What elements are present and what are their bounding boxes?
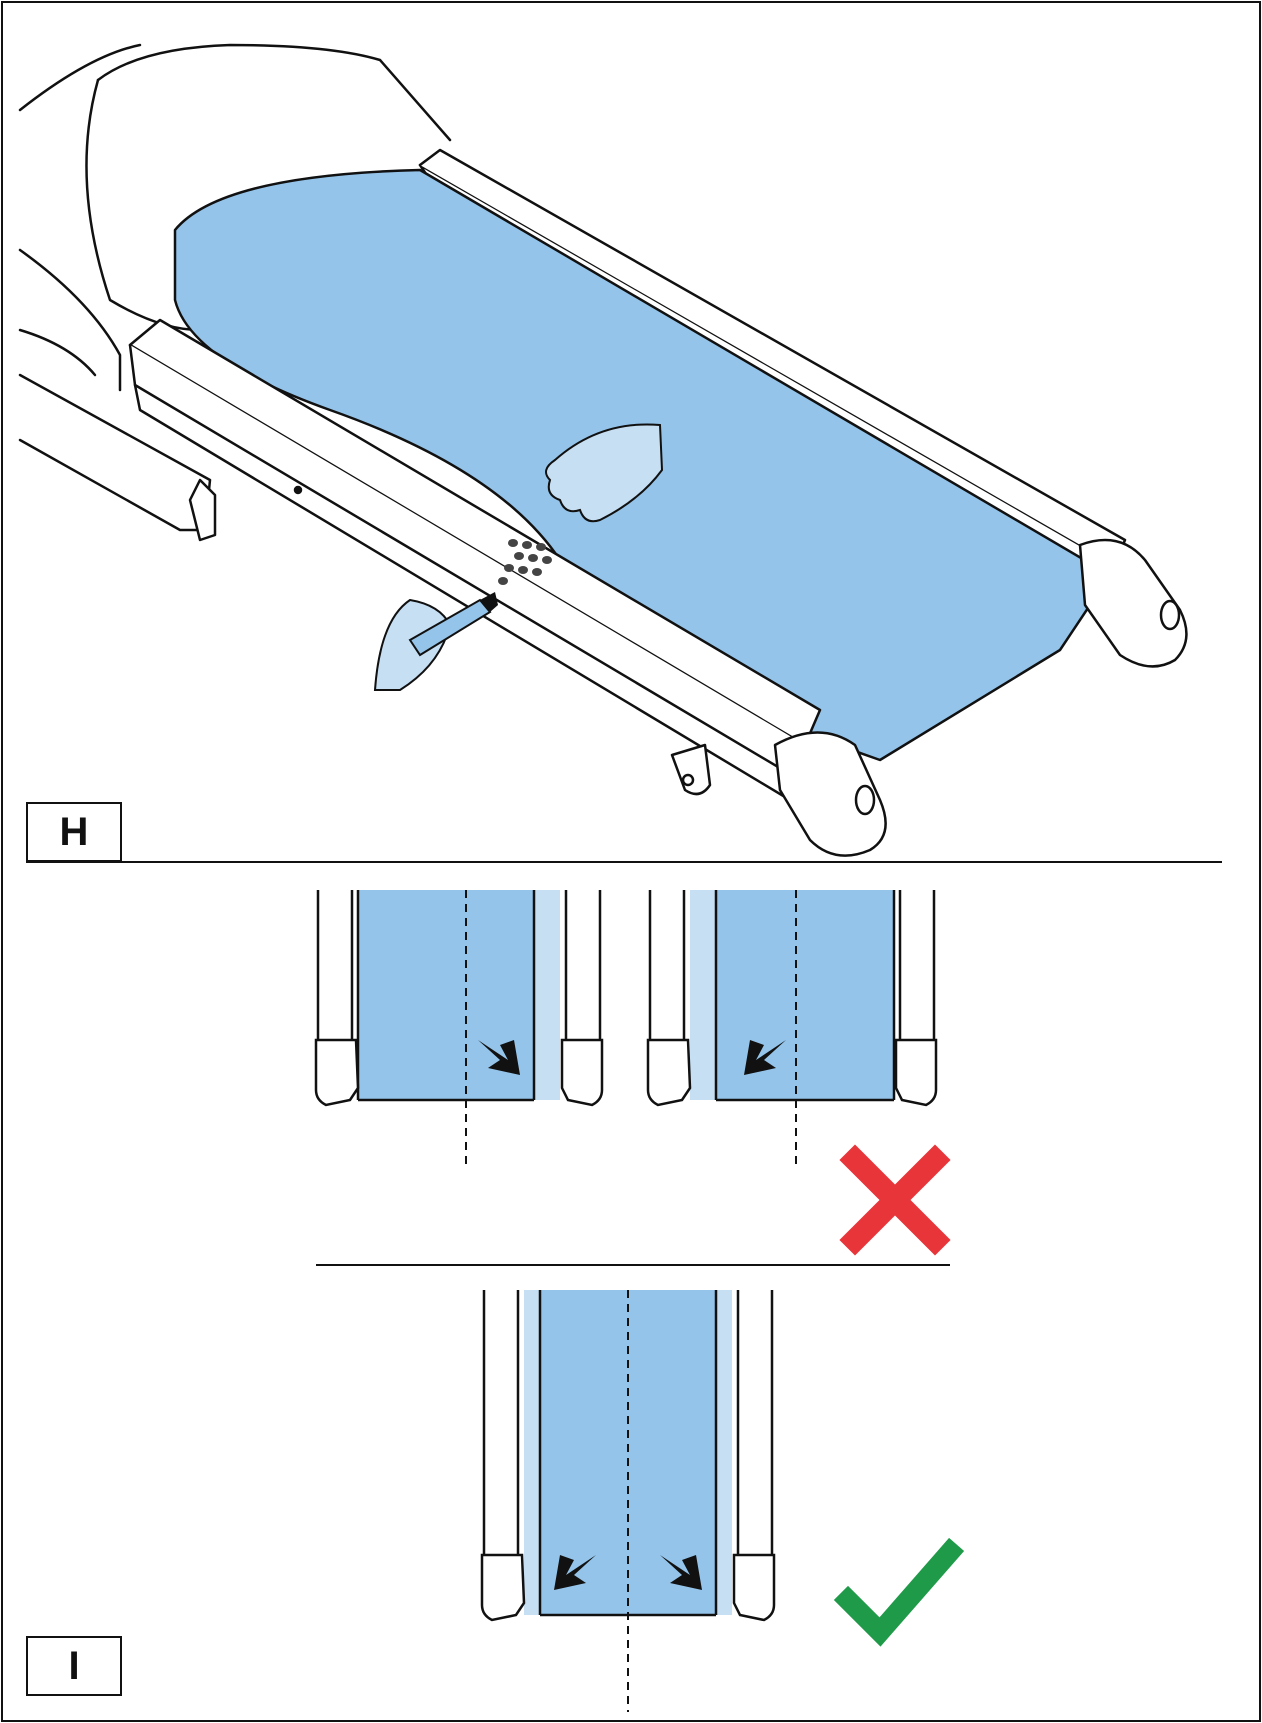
top-view-drift-right: [314, 890, 604, 1170]
step-label-i: I: [26, 1636, 122, 1696]
hand-lifting-belt-icon: [545, 423, 664, 523]
top-view-drift-left: [646, 890, 938, 1170]
step-label-h: H: [26, 802, 122, 862]
motor-hood: [18, 43, 452, 142]
cross-icon: [839, 1144, 951, 1256]
end-cap-left: [773, 731, 887, 857]
transport-wheel: [670, 743, 712, 796]
end-cap-right: [1078, 538, 1188, 668]
check-icon: [833, 1537, 965, 1647]
top-view-centered: [480, 1290, 776, 1712]
marker-dots: [498, 539, 552, 585]
marker-pen-icon: [373, 592, 498, 691]
treadmill-illustration: [18, 43, 1188, 857]
